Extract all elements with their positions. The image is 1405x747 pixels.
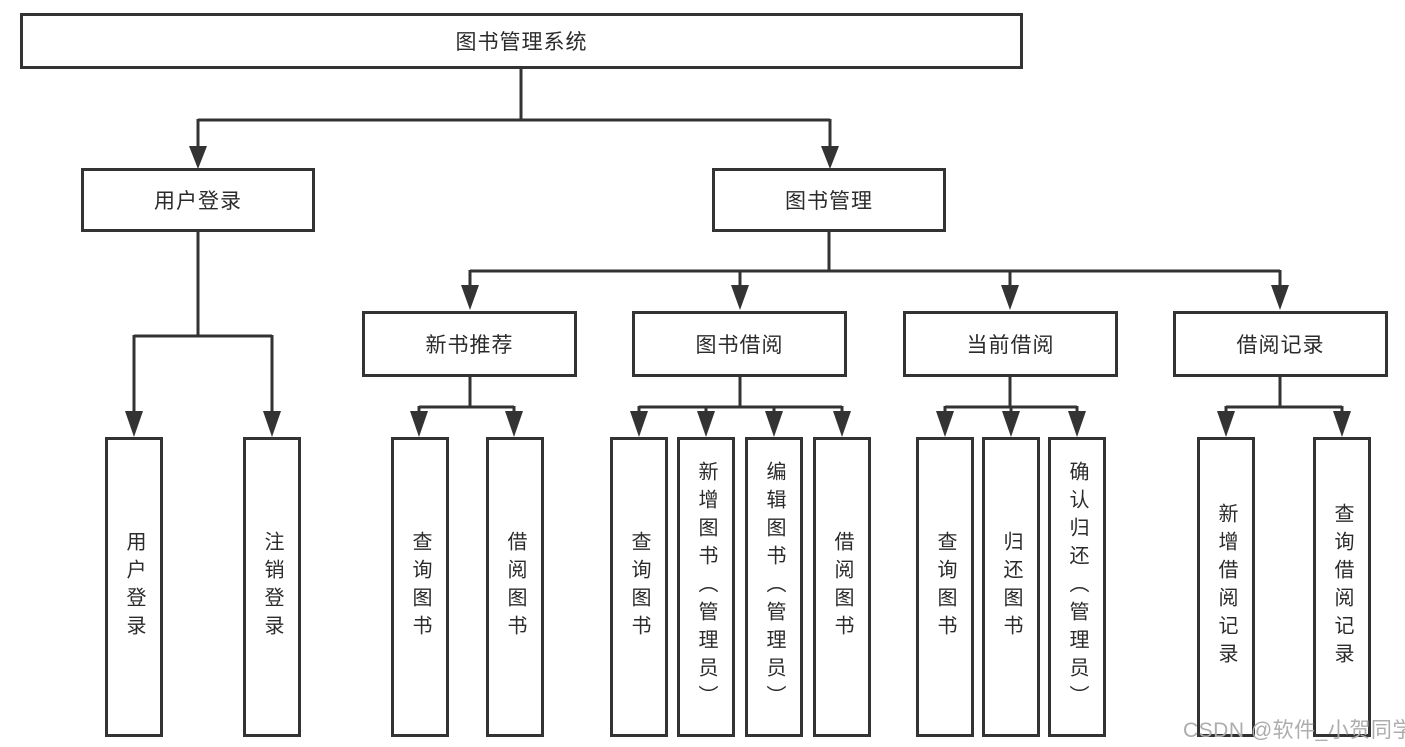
leaf-borrowing-query-books: 查询图书 xyxy=(610,437,668,737)
node-label: 借阅记录 xyxy=(1236,334,1325,357)
leaf-label: 借阅图书 xyxy=(504,531,526,643)
leaf-add-borrow-record: 新增借阅记录 xyxy=(1197,437,1255,737)
leaf-edit-books-admin: 编辑图书（管理员） xyxy=(745,437,803,737)
leaf-recommend-borrow-books: 借阅图书 xyxy=(486,437,544,737)
csdn-watermark: CSDN @软件_小贺同学 xyxy=(1183,719,1405,742)
node-borrowing-records: 借阅记录 xyxy=(1173,311,1388,377)
leaf-label: 新增借阅记录 xyxy=(1215,503,1237,671)
leaf-label: 新增图书（管理员） xyxy=(695,461,717,713)
node-label: 当前借阅 xyxy=(966,334,1055,357)
node-label: 图书管理系统 xyxy=(455,31,588,54)
leaf-label: 编辑图书（管理员） xyxy=(763,461,785,713)
node-label: 新书推荐 xyxy=(425,334,514,357)
node-library-management-system: 图书管理系统 xyxy=(20,13,1023,69)
leaf-confirm-return-admin: 确认归还（管理员） xyxy=(1048,437,1106,737)
leaf-borrowing-borrow-books: 借阅图书 xyxy=(813,437,871,737)
node-user-login: 用户登录 xyxy=(81,168,315,232)
leaf-return-books: 归还图书 xyxy=(982,437,1040,737)
leaf-logout: 注销登录 xyxy=(243,437,301,737)
leaf-label: 查询图书 xyxy=(934,531,956,643)
node-label: 图书管理 xyxy=(785,190,873,213)
leaf-label: 查询图书 xyxy=(628,531,650,643)
leaf-label: 归还图书 xyxy=(1000,531,1022,643)
leaf-label: 查询图书 xyxy=(409,531,431,643)
leaf-label: 借阅图书 xyxy=(831,531,853,643)
node-current-borrowing: 当前借阅 xyxy=(903,311,1118,377)
leaf-label: 查询借阅记录 xyxy=(1331,503,1353,671)
leaf-query-borrow-record: 查询借阅记录 xyxy=(1313,437,1371,737)
node-new-book-recommend: 新书推荐 xyxy=(362,311,577,377)
leaf-user-login: 用户登录 xyxy=(105,437,163,737)
leaf-label: 确认归还（管理员） xyxy=(1066,461,1088,713)
node-label: 用户登录 xyxy=(154,190,242,213)
node-book-borrowing: 图书借阅 xyxy=(632,311,847,377)
leaf-recommend-query-books: 查询图书 xyxy=(391,437,449,737)
leaf-add-books-admin: 新增图书（管理员） xyxy=(677,437,735,737)
node-book-management: 图书管理 xyxy=(712,168,946,232)
node-label: 图书借阅 xyxy=(695,334,784,357)
leaf-current-query-books: 查询图书 xyxy=(916,437,974,737)
leaf-label: 用户登录 xyxy=(123,531,145,643)
leaf-label: 注销登录 xyxy=(261,531,283,643)
